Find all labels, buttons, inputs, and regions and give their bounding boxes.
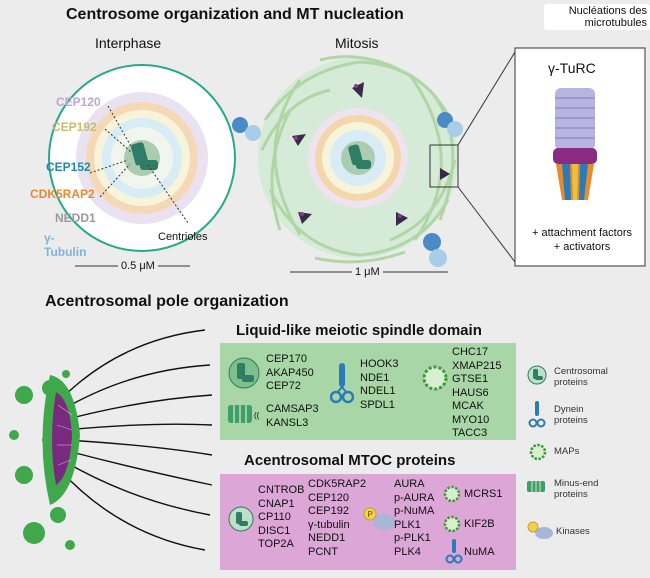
- green-col1a: CEP170 AKAP450 CEP72: [266, 353, 314, 394]
- protein-p-aura: p-AURA: [394, 491, 435, 504]
- protein-p-numa: p-NuMA: [394, 505, 435, 517]
- protein-cntrob: CNTROB: [258, 484, 305, 496]
- protein-cp110: CP110: [258, 511, 291, 523]
- bottom-section-title: Acentrosomal pole organization: [45, 293, 289, 310]
- pink-col2: CDK5RAP2 CEP120 CEP192 γ-tubulin NEDD1 P…: [308, 478, 366, 559]
- label-cdk5rap2: CDK5RAP2: [30, 187, 95, 201]
- svg-text:P: P: [368, 510, 373, 519]
- green-col2: HOOK3 NDE1 NDEL1 SPDL1: [360, 358, 399, 412]
- protein-plk4: PLK4: [394, 545, 421, 558]
- protein-mcak: MCAK: [452, 400, 484, 412]
- protein-pcnt: PCNT: [308, 545, 338, 558]
- protein-numa: NuMA: [464, 546, 495, 558]
- protein-ndel1: NDEL1: [360, 385, 396, 397]
- centrosomal-icon: [228, 506, 254, 532]
- protein-akap450: AKAP450: [266, 366, 314, 379]
- interphase-centrosome: [48, 64, 236, 252]
- dynein-icon: [330, 363, 354, 404]
- mcrs1-map-icon: [443, 485, 461, 503]
- green-box-title: Liquid-like meiotic spindle domain: [236, 322, 482, 339]
- acentrosomal-mtoc-box: CNTROB CNAP1 CP110 DISC1 TOP2A CDK5RAP2 …: [220, 474, 516, 570]
- label-cep120: CEP120: [56, 95, 101, 109]
- legend-maps-icon: [529, 443, 547, 461]
- protein-top2a: TOP2A: [258, 538, 294, 550]
- protein-cep120: CEP120: [308, 491, 349, 504]
- numa-dynein-icon: [445, 539, 463, 564]
- centrioles-label: Centrioles: [158, 231, 208, 243]
- gamma-turc-label: γ-TuRC: [548, 60, 596, 76]
- legend-kinases: Kinases: [556, 526, 590, 537]
- legend-minus-end-icon: [527, 481, 545, 492]
- pink-col1: CNTROB CNAP1 CP110 DISC1 TOP2A: [258, 484, 304, 552]
- legend-dynein: Dynein proteins: [554, 404, 588, 426]
- legend-centrosomal: Centrosomal proteins: [554, 366, 608, 388]
- pink-box-title: Acentrosomal MTOC proteins: [244, 452, 456, 469]
- protein-cnap1: CNAP1: [258, 497, 295, 510]
- green-col1b: CAMSAP3 KANSL3: [266, 403, 319, 430]
- protein-nedd1: NEDD1: [308, 532, 346, 544]
- protein-disc1: DISC1: [258, 524, 291, 537]
- interphase-label: Interphase: [95, 35, 162, 51]
- protein-cep170: CEP170: [266, 353, 307, 365]
- top-section-title: Centrosome organization and MT nucleatio…: [66, 6, 404, 23]
- activators-label: + activators: [553, 241, 611, 253]
- nucleation-badge: Nucléations des microtubules: [544, 4, 650, 30]
- label-leader-lines: [89, 105, 189, 224]
- legend: Centrosomal proteins Dynein proteins MAP…: [522, 360, 647, 570]
- protein-mcrs1: MCRS1: [464, 488, 503, 500]
- protein-tacc3: TACC3: [452, 427, 488, 439]
- protein-cdk5rap2: CDK5RAP2: [308, 478, 367, 490]
- legend-maps: MAPs: [554, 446, 580, 457]
- protein-myo10: MYO10: [452, 413, 490, 426]
- protein-gtse1: GTSE1: [452, 373, 489, 385]
- protein-gamma-tubulin: γ-tubulin: [308, 518, 350, 531]
- label-cep152: CEP152: [46, 160, 91, 174]
- centrosomal-protein-icons: ((: [228, 357, 260, 423]
- gamma-turc-structure: [553, 88, 597, 200]
- protein-spdl1: SPDL1: [360, 398, 395, 411]
- mitosis-centrosome: [258, 51, 516, 264]
- label-cep192: CEP192: [52, 120, 97, 134]
- protein-plk1: PLK1: [394, 518, 421, 531]
- protein-p-plk1: p-PLK1: [394, 532, 431, 544]
- acentrosomal-pole-diagram: [9, 329, 213, 551]
- green-col3: CHC17 XMAP215 GTSE1 HAUS6 MCAK MYO10 TAC…: [452, 346, 502, 441]
- mitosis-label: Mitosis: [335, 35, 379, 51]
- protein-xmap215: XMAP215: [452, 359, 502, 372]
- protein-nde1: NDE1: [360, 371, 390, 384]
- protein-kif2b: KIF2B: [464, 518, 495, 530]
- label-gamma-tubulin: γ-Tubulin: [44, 231, 87, 259]
- legend-kinase-icon: [527, 521, 553, 539]
- attachment-factors-label: + attachment factors: [532, 227, 632, 239]
- centrosome-diagram: [48, 47, 646, 273]
- legend-centrosomal-icon: [527, 365, 547, 385]
- scale-mid-label: 1 μM: [352, 265, 383, 279]
- protein-aura: AURA: [394, 478, 425, 490]
- legend-dynein-icon: [528, 401, 546, 428]
- maps-icon: [422, 365, 448, 391]
- protein-kansl3: KANSL3: [266, 416, 309, 429]
- kinase-icon: P: [363, 507, 395, 530]
- protein-chc17: CHC17: [452, 346, 489, 358]
- protein-haus6: HAUS6: [452, 386, 489, 399]
- protein-hook3: HOOK3: [360, 358, 399, 370]
- tubulin-dimers: [232, 112, 463, 267]
- legend-minus-end: Minus-end proteins: [554, 478, 599, 500]
- pink-col3: AURA p-AURA p-NuMA PLK1 p-PLK1 PLK4: [394, 478, 434, 559]
- label-nedd1: NEDD1: [55, 211, 96, 225]
- liquid-spindle-domain-box: (( CEP170 AKAP450 CEP72 CAMSAP3 KANSL3 H…: [220, 343, 516, 440]
- svg-text:((: ((: [254, 411, 260, 420]
- kif2b-map-icon: [443, 515, 461, 533]
- protein-cep192: CEP192: [308, 505, 349, 517]
- scale-left-label: 0.5 μM: [118, 259, 158, 273]
- protein-camsap3: CAMSAP3: [266, 403, 319, 415]
- protein-cep72: CEP72: [266, 380, 301, 392]
